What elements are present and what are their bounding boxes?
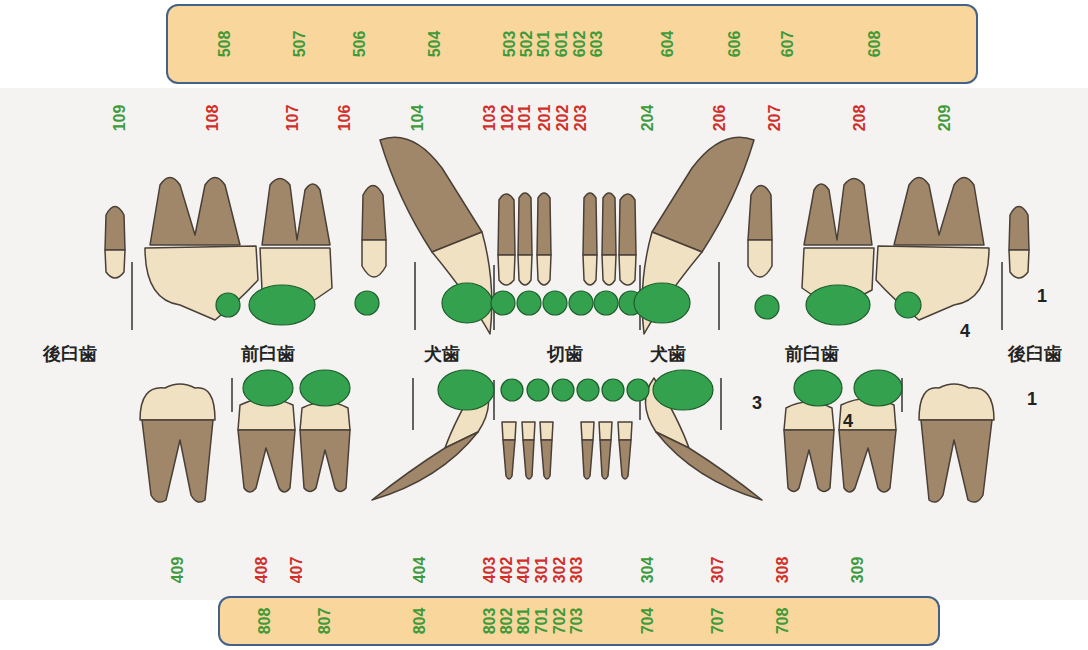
- tooth-number: 702: [552, 608, 568, 635]
- tooth-number: 404: [412, 557, 428, 584]
- callout-number: 1: [1027, 390, 1037, 410]
- tooth-group-label: 前臼歯: [241, 345, 295, 365]
- tooth-number: 207: [767, 105, 783, 132]
- tooth-number: 808: [257, 608, 273, 635]
- tooth-number: 507: [292, 31, 308, 58]
- callout-number: 4: [960, 322, 970, 342]
- tooth-number: 607: [780, 31, 796, 58]
- tooth-number: 707: [710, 608, 726, 635]
- tooth-group-label: 犬歯: [424, 345, 460, 365]
- tooth-number: 608: [867, 31, 883, 58]
- tooth-number: 309: [850, 557, 866, 584]
- tooth-number: 407: [289, 557, 305, 584]
- right-teeth: [581, 137, 1029, 502]
- tooth-number: 101: [517, 105, 533, 132]
- tooth-number: 602: [572, 31, 588, 58]
- tooth-number: 807: [317, 608, 333, 635]
- tooth-number: 208: [852, 105, 868, 132]
- tooth-number: 209: [937, 105, 953, 132]
- tooth-number: 403: [482, 557, 498, 584]
- tooth-number: 501: [536, 31, 552, 58]
- tooth-number-band: 508 507 506 504 503502501601602603 604 606 607 6…: [166, 4, 978, 84]
- tooth-number: 502: [519, 31, 535, 58]
- tooth-number: 606: [727, 31, 743, 58]
- tooth-number: 302: [552, 557, 568, 584]
- tooth-number: 504: [427, 31, 443, 58]
- tooth-number: 604: [660, 31, 676, 58]
- tooth-number: 802: [499, 608, 515, 635]
- tooth-number: 109: [112, 105, 128, 132]
- illustration-ground: [0, 88, 1088, 600]
- tooth-number: 108: [205, 105, 221, 132]
- tooth-group-label: 後臼歯: [43, 345, 97, 365]
- tooth-number: 303: [569, 557, 585, 584]
- tooth-number: 308: [775, 557, 791, 584]
- tooth-number: 307: [710, 557, 726, 584]
- tooth-number: 201: [537, 105, 553, 132]
- tooth-number: 801: [516, 608, 532, 635]
- tooth-number: 603: [589, 31, 605, 58]
- callout-number: 3: [752, 394, 762, 414]
- tooth-number: 401: [516, 557, 532, 584]
- marker-dots: [216, 283, 921, 410]
- tooth-number: 701: [534, 608, 550, 635]
- tooth-number: 107: [285, 105, 301, 132]
- tooth-number: 409: [170, 557, 186, 584]
- tooth-number: 103: [482, 105, 498, 132]
- tooth-group-label: 切歯: [547, 345, 583, 365]
- tooth-number: 104: [410, 105, 426, 132]
- callout-number: 1: [1037, 287, 1047, 307]
- tooth-group-label: 前臼歯: [785, 345, 839, 365]
- tooth-group-label: 犬歯: [650, 345, 686, 365]
- left-teeth: [105, 137, 553, 502]
- tooth-number: 102: [500, 105, 516, 132]
- tooth-number: 803: [482, 608, 498, 635]
- tooth-number: 508: [217, 31, 233, 58]
- tooth-number: 203: [573, 105, 589, 132]
- tooth-number: 804: [412, 608, 428, 635]
- tooth-number: 408: [254, 557, 270, 584]
- tooth-number: 708: [775, 608, 791, 635]
- tooth-number: 301: [534, 557, 550, 584]
- tooth-number: 402: [499, 557, 515, 584]
- tooth-number: 106: [337, 105, 353, 132]
- tooth-number: 506: [352, 31, 368, 58]
- tooth-number: 703: [569, 608, 585, 635]
- callout-number: 4: [843, 412, 853, 432]
- tooth-number: 704: [640, 608, 656, 635]
- tooth-number: 503: [502, 31, 518, 58]
- tooth-number: 206: [712, 105, 728, 132]
- tooth-group-label: 後臼歯: [1008, 345, 1062, 365]
- tooth-number: 202: [555, 105, 571, 132]
- tooth-number: 304: [640, 557, 656, 584]
- tooth-number: 204: [640, 105, 656, 132]
- tooth-number-band: 808 807 804 803802801701702703 704 707 708: [218, 596, 940, 646]
- tooth-number: 601: [554, 31, 570, 58]
